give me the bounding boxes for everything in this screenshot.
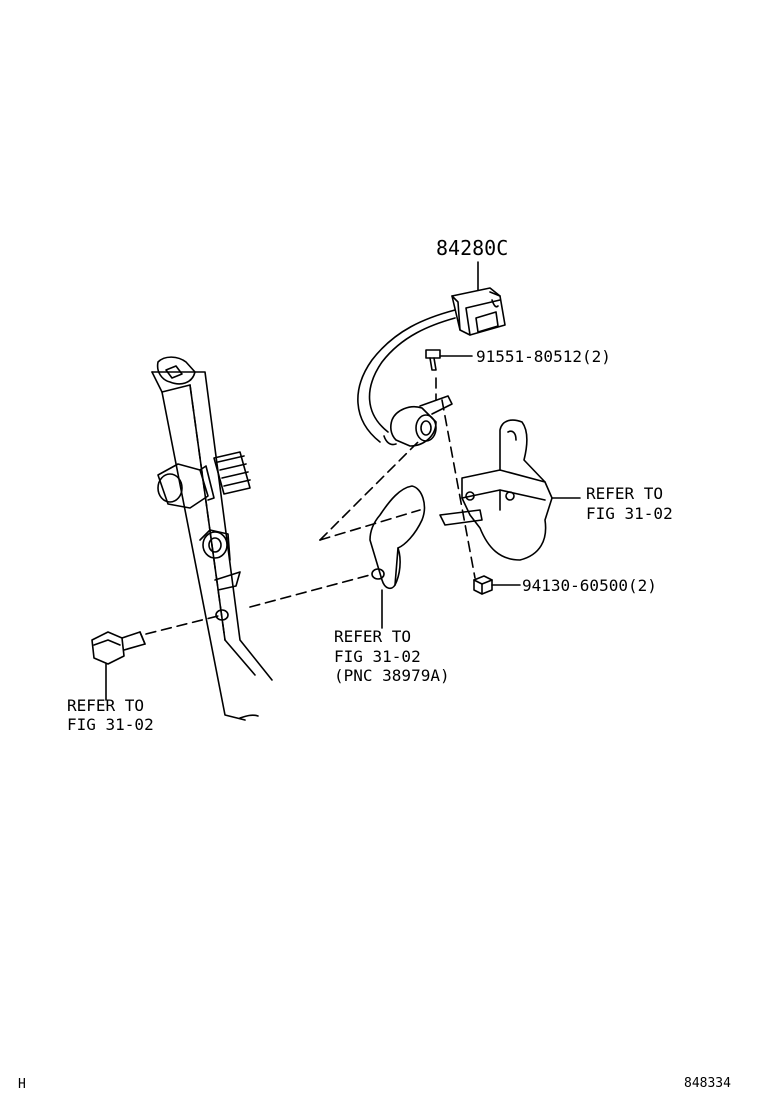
sensor-drawing: [357, 287, 506, 447]
assembly-dashed-lines: [145, 377, 476, 635]
nut-part-number-label: 94130-60500(2): [522, 576, 657, 595]
refer-to-left-line2: FIG 31-02: [67, 715, 154, 734]
diagram-id: 848334: [684, 1076, 731, 1091]
mounting-bracket-drawing: [439, 419, 581, 561]
part-number-label: 84280C: [436, 236, 509, 260]
shield-bracket-drawing: [369, 485, 426, 629]
corner-code-left: H: [18, 1077, 26, 1092]
refer-to-right-line1: REFER TO: [586, 484, 664, 503]
refer-to-middle-line1: REFER TO: [334, 627, 412, 646]
screw-part-number-label: 91551-80512(2): [476, 347, 611, 366]
nut-drawing: [473, 575, 521, 595]
refer-to-middle-line2: FIG 31-02: [334, 647, 421, 666]
bolt-drawing: [91, 631, 146, 701]
steering-column-drawing: [151, 356, 273, 721]
refer-to-left-line1: REFER TO: [67, 696, 145, 715]
refer-to-middle-line3: (PNC 38979A): [334, 666, 450, 685]
refer-to-right-line2: FIG 31-02: [586, 504, 673, 523]
